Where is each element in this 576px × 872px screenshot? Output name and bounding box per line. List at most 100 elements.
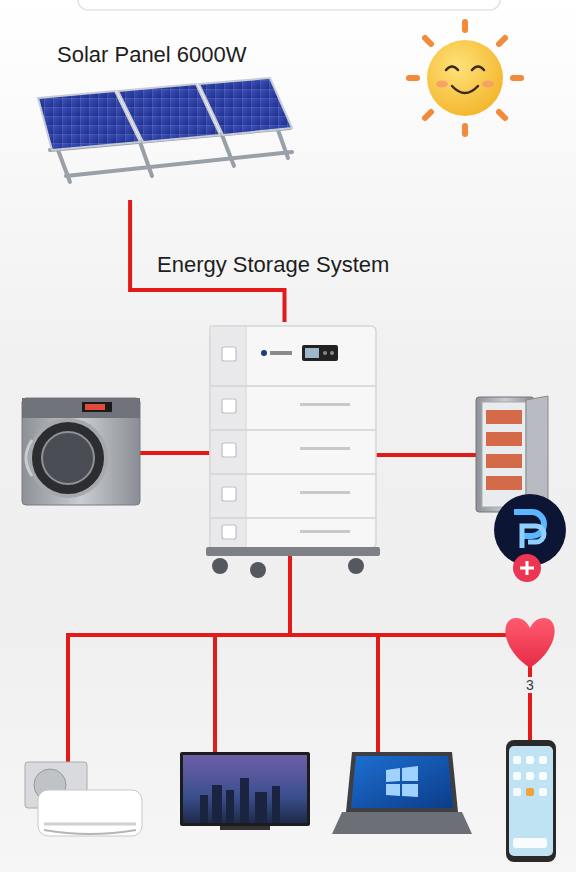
power-wires-part — [213, 633, 217, 752]
node-heading: Energy Storage System — [157, 252, 389, 278]
smartphone-part-part — [513, 838, 547, 848]
sun-icon-part — [446, 67, 484, 71]
sun-icon-part-part — [513, 75, 521, 81]
freezer — [476, 396, 548, 512]
laptop-part — [386, 784, 400, 796]
heart-icon — [505, 618, 554, 668]
power-wires-part — [66, 633, 70, 772]
freezer-part — [482, 402, 526, 507]
television-part — [183, 755, 307, 823]
storage-cabinet-part — [305, 348, 319, 358]
storage-cabinet-part-part — [210, 429, 376, 431]
washing-machine-part — [42, 432, 94, 484]
sun-icon-part-part — [462, 22, 468, 30]
laptop-part — [386, 768, 400, 782]
air-conditioner-part — [38, 790, 142, 836]
television-part-part — [255, 792, 267, 823]
smartphone-part-part — [539, 788, 547, 796]
storage-cabinet-part-part — [222, 443, 236, 457]
laptop-part — [332, 812, 472, 834]
storage-cabinet — [206, 326, 380, 578]
top-bar-outline — [78, 0, 500, 10]
sun-icon-part-part — [425, 38, 431, 44]
storage-cabinet-part — [210, 326, 246, 548]
sun-icon-part — [482, 81, 494, 88]
laptop-part — [346, 752, 458, 812]
smartphone-part-part — [513, 756, 521, 764]
smartphone — [506, 740, 556, 862]
storage-cabinet-part-part — [300, 403, 350, 406]
solar-panel-picture — [38, 78, 292, 182]
storage-cabinet-part — [210, 386, 376, 518]
freezer-part-part — [486, 476, 522, 490]
laptop — [332, 752, 472, 834]
television-part-part — [200, 795, 208, 823]
power-wires-part — [376, 633, 380, 756]
storage-cabinet-part-part — [300, 530, 350, 533]
television-part-part — [240, 778, 249, 823]
smartphone-part — [526, 788, 534, 796]
air-conditioner — [25, 762, 142, 836]
solar-panel-picture-part-part — [66, 152, 292, 176]
sun-icon-part — [427, 40, 503, 116]
freezer-part-part — [486, 432, 522, 446]
storage-cabinet-part-part — [222, 487, 236, 501]
storage-cabinet-part — [300, 403, 350, 533]
storage-cabinet-part — [212, 558, 364, 578]
freezer-part-part — [486, 454, 522, 468]
washing-machine-part — [85, 404, 105, 410]
storage-cabinet-part-part — [348, 558, 364, 574]
smartphone-part — [509, 746, 553, 856]
storage-cabinet-part-part — [210, 473, 376, 475]
sun-icon — [409, 22, 521, 134]
storage-cabinet-part — [261, 350, 267, 356]
storage-cabinet-part-part — [222, 525, 236, 539]
smartphone-part — [506, 740, 556, 862]
storage-cabinet-part — [222, 347, 236, 539]
television-part — [200, 778, 280, 823]
solar-panel-picture-part-part — [222, 135, 234, 166]
storage-cabinet-part — [270, 351, 292, 355]
power-wires-part — [288, 555, 292, 635]
television-part-part — [272, 786, 280, 823]
storage-cabinet-part-part — [300, 491, 350, 494]
node-heading: Solar Panel 6000W — [57, 42, 247, 68]
solar-panel-picture-part — [199, 78, 292, 135]
television-part — [180, 752, 310, 826]
storage-cabinet-part — [323, 351, 327, 355]
storage-cabinet-part-part — [300, 447, 350, 450]
smartphone-part-part — [513, 772, 521, 780]
power-wires-part — [140, 451, 210, 455]
washing-machine — [22, 398, 140, 505]
storage-cabinet-part — [302, 345, 338, 361]
storage-cabinet-part-part — [210, 517, 376, 519]
sun-icon-part-part — [409, 75, 417, 81]
heart-icon-part — [505, 618, 554, 668]
television-part-part — [212, 785, 222, 823]
storage-cabinet-part-part — [250, 562, 266, 578]
storage-cabinet-part — [210, 326, 376, 548]
air-conditioner-part — [44, 830, 136, 834]
solar-panel-node: Solar Panel 6000W — [35, 80, 292, 200]
sun-icon-part — [452, 86, 478, 93]
app-logo-part — [522, 526, 544, 548]
sun-icon-part-part — [425, 112, 431, 118]
power-wires-part — [375, 453, 476, 457]
smartphone-part-part — [539, 756, 547, 764]
washing-machine-part — [82, 402, 112, 412]
power-wires-part — [66, 633, 532, 637]
laptop-part — [402, 766, 418, 781]
smartphone-part-part — [526, 772, 534, 780]
app-logo — [494, 494, 566, 582]
sun-icon-part-part — [499, 112, 505, 118]
smartphone-part-part — [526, 756, 534, 764]
solar-panel-picture-part-part — [140, 142, 152, 176]
television-part-part — [226, 790, 234, 823]
sun-icon-part-part — [462, 126, 468, 134]
storage-system-node: Energy Storage System — [208, 322, 378, 557]
sun-icon-part-part — [499, 38, 505, 44]
storage-cabinet-part-part — [210, 385, 376, 387]
